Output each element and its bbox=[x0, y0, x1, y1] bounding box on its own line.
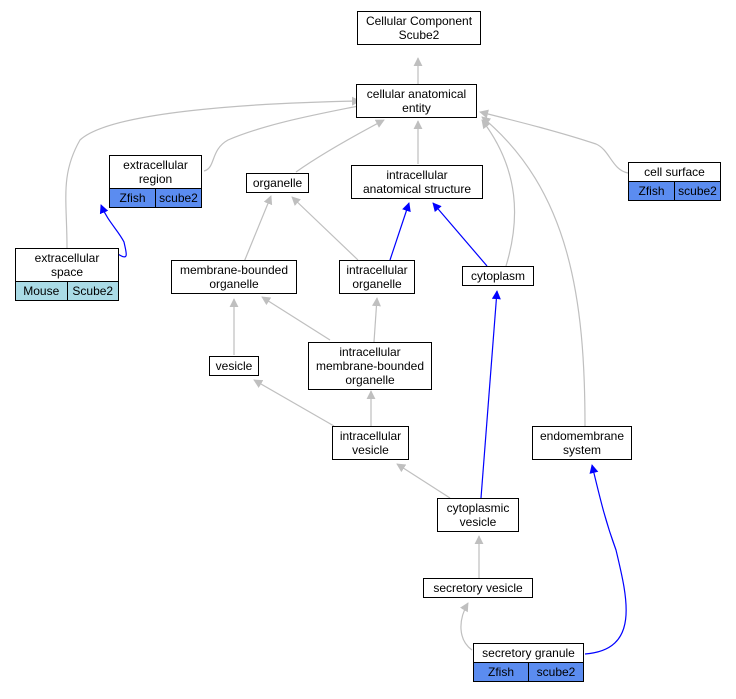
node-secretory-granule[interactable]: secretory granule Zfish scube2 bbox=[473, 643, 584, 682]
edge-es-to-cae bbox=[65, 96, 361, 249]
node-cellular-anatomical-entity[interactable]: cellular anatomical entity bbox=[356, 84, 477, 118]
node-label: intracellular membrane-bounded organelle bbox=[315, 345, 425, 387]
node-label: cell surface bbox=[644, 165, 705, 179]
edge-mbo-to-organelle bbox=[243, 195, 273, 263]
node-label: cytoplasmic vesicle bbox=[446, 501, 510, 529]
edge-cv-to-cytoplasm bbox=[480, 290, 501, 499]
edge-sg-to-sv bbox=[460, 602, 473, 651]
species-cell-zfish[interactable]: Zfish bbox=[629, 182, 674, 200]
edge-cv-to-iv bbox=[396, 463, 451, 499]
node-intracellular-vesicle[interactable]: intracellular vesicle bbox=[332, 426, 409, 460]
edge-er-to-cae bbox=[203, 101, 369, 172]
gene-cell-scube2[interactable]: Scube2 bbox=[66, 282, 118, 300]
node-label: secretory granule bbox=[482, 646, 575, 660]
node-label: vesicle bbox=[215, 359, 253, 373]
gene-cell-scube2[interactable]: scube2 bbox=[674, 182, 720, 200]
node-extracellular-region[interactable]: extracellular region Zfish scube2 bbox=[109, 155, 202, 208]
node-cell-surface[interactable]: cell surface Zfish scube2 bbox=[628, 162, 721, 201]
node-intracellular-membrane-bounded-organelle[interactable]: intracellular membrane-bounded organelle bbox=[308, 342, 432, 390]
edge-io-to-ias bbox=[389, 202, 411, 261]
edge-organelle-to-cae bbox=[295, 119, 385, 173]
edge-es-to-er bbox=[99, 204, 127, 258]
node-secretory-vesicle[interactable]: secretory vesicle bbox=[423, 578, 533, 598]
gene-cell-scube2[interactable]: scube2 bbox=[155, 189, 201, 207]
node-membrane-bounded-organelle[interactable]: membrane-bounded organelle bbox=[171, 260, 297, 294]
node-label: cellular anatomical entity bbox=[366, 87, 467, 115]
edge-imbo-to-mbo bbox=[261, 296, 331, 341]
species-cell-zfish[interactable]: Zfish bbox=[110, 189, 155, 207]
edge-sg-to-endo bbox=[584, 464, 627, 655]
node-cytoplasmic-vesicle[interactable]: cytoplasmic vesicle bbox=[437, 498, 519, 532]
species-cell-zfish[interactable]: Zfish bbox=[474, 663, 528, 681]
node-label: intracellular vesicle bbox=[339, 429, 402, 457]
node-endomembrane-system[interactable]: endomembrane system bbox=[532, 426, 632, 460]
node-label: intracellular organelle bbox=[346, 263, 408, 291]
node-label: organelle bbox=[252, 176, 303, 190]
node-label: Cellular Component Scube2 bbox=[365, 14, 473, 42]
edge-cs-to-cae bbox=[479, 109, 629, 174]
node-label: membrane-bounded organelle bbox=[179, 263, 289, 291]
node-label: endomembrane system bbox=[539, 429, 625, 457]
edge-cytoplasm-to-cae bbox=[481, 119, 516, 267]
node-label: extracellular space bbox=[34, 251, 100, 279]
node-intracellular-anatomical-structure[interactable]: intracellular anatomical structure bbox=[351, 165, 483, 199]
node-label: secretory vesicle bbox=[433, 581, 523, 595]
edge-cytoplasm-to-ias bbox=[432, 202, 488, 267]
edge-imbo-to-io bbox=[371, 297, 381, 343]
edge-io-to-organelle bbox=[291, 196, 359, 261]
gene-cell-scube2[interactable]: scube2 bbox=[528, 663, 583, 681]
node-cytoplasm[interactable]: cytoplasm bbox=[462, 266, 534, 286]
node-extracellular-space[interactable]: extracellular space Mouse Scube2 bbox=[15, 248, 119, 301]
node-label: cytoplasm bbox=[470, 269, 526, 283]
node-label: intracellular anatomical structure bbox=[362, 168, 472, 196]
node-label: extracellular region bbox=[123, 158, 188, 186]
species-cell-mouse[interactable]: Mouse bbox=[16, 282, 67, 300]
node-cellular-component[interactable]: Cellular Component Scube2 bbox=[357, 11, 481, 45]
node-intracellular-organelle[interactable]: intracellular organelle bbox=[339, 260, 415, 294]
node-organelle[interactable]: organelle bbox=[246, 173, 309, 193]
edge-endo-to-cae bbox=[481, 116, 586, 427]
node-vesicle[interactable]: vesicle bbox=[209, 356, 259, 376]
edge-iv-to-vesicle bbox=[253, 379, 335, 427]
